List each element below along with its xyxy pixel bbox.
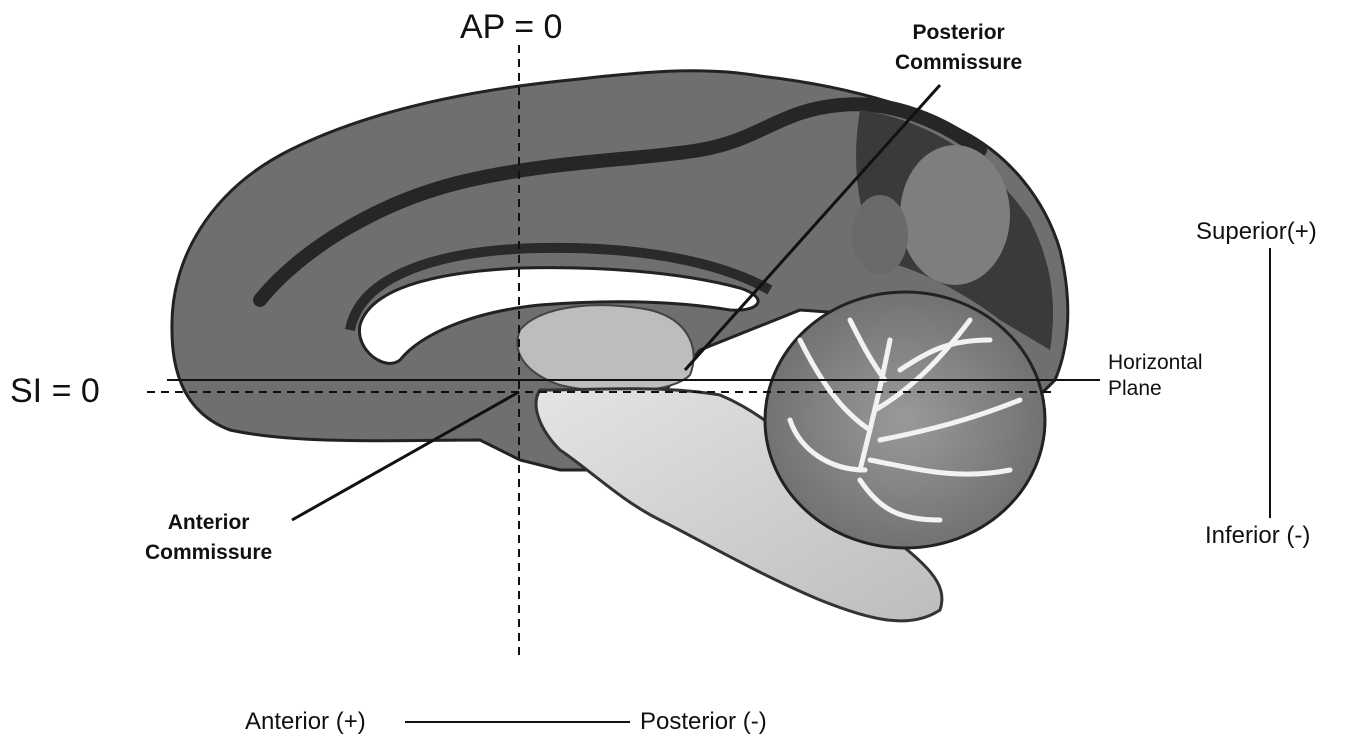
inferior-label: Inferior (-) <box>1205 522 1310 550</box>
anterior-commissure-line1: Anterior <box>145 508 272 538</box>
occipital-gyrus-inner <box>852 195 908 275</box>
occipital-gyrus <box>900 145 1010 285</box>
anterior-commissure-line2: Commissure <box>145 538 272 568</box>
horizontal-plane-label: Horizontal Plane <box>1108 350 1203 403</box>
anterior-commissure-label: Anterior Commissure <box>145 508 272 569</box>
ap-zero-label: AP = 0 <box>460 8 562 47</box>
posterior-commissure-label: Posterior Commissure <box>895 18 1022 79</box>
cerebellum <box>765 292 1045 548</box>
thalamus <box>517 305 693 391</box>
posterior-commissure-line1: Posterior <box>895 18 1022 48</box>
anterior-label: Anterior (+) <box>245 708 366 736</box>
superior-label: Superior(+) <box>1196 218 1317 246</box>
horizontal-plane-line2: Plane <box>1108 376 1203 402</box>
horizontal-plane-line1: Horizontal <box>1108 350 1203 376</box>
si-zero-label: SI = 0 <box>10 372 100 411</box>
posterior-commissure-line2: Commissure <box>895 48 1022 78</box>
posterior-label: Posterior (-) <box>640 708 767 736</box>
